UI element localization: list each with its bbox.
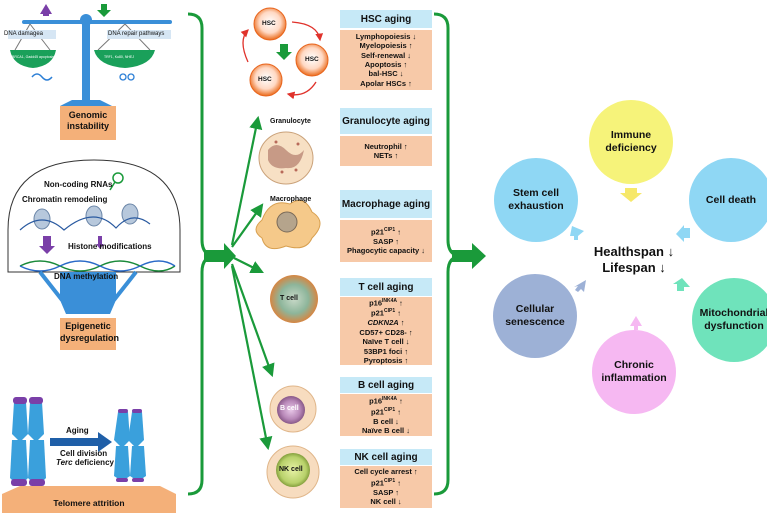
panel-line: CDKN2A ↑: [367, 318, 405, 328]
stem-cell-circle: [494, 158, 578, 242]
hsc-label-1: HSC: [262, 20, 276, 27]
bcell-label: B cell: [280, 405, 299, 412]
panel-line: p21CIP1 ↑: [371, 227, 401, 237]
panel-line: Lymphopoiesis ↓: [355, 31, 417, 41]
panel-granulocyte-title: Granulocyte aging: [340, 108, 432, 134]
panel-line: 53BP1 foci ↑: [363, 346, 409, 356]
panel-line: Pyroptosis ↑: [363, 356, 409, 366]
panel-line: CD57+ CD28- ↑: [359, 327, 413, 337]
panel-line: p21CIP1 ↑: [371, 477, 401, 488]
panel-line: Cell cycle arrest ↑: [354, 467, 418, 477]
macrophage-cell: [255, 199, 321, 250]
macrophage-label: Macrophage: [270, 196, 312, 203]
telomere-attrition-label: Telomere attrition: [53, 498, 125, 508]
down-arrow-icon: [97, 4, 111, 17]
granulocyte-cell: [258, 131, 314, 185]
mito-label: Mitochondrial dysfunction: [699, 307, 767, 332]
chronic-inflammation-circle: [592, 330, 676, 414]
healthspan-label: Healthspan ↓: [593, 244, 675, 259]
panel-hsc-title: HSC aging: [340, 10, 432, 28]
panel-line: Naïve B cell ↓: [362, 425, 410, 435]
senescence-circle: [493, 274, 577, 358]
panel-tcell-body: p16INK4A ↑ p21CIP1 ↑ CDKN2A ↑ CD57+ CD28…: [340, 297, 432, 365]
panel-line: bal-HSC ↓: [368, 69, 404, 79]
hsc-cluster: [240, 7, 329, 100]
panel-tcell-title: T cell aging: [340, 278, 432, 296]
right-to-outcomes-arrow: [452, 243, 486, 269]
dna-damage-label: DNA damagea: [4, 31, 44, 37]
hsc-label-3: HSC: [258, 76, 272, 83]
panel-line: Self-renewal ↓: [360, 50, 412, 60]
panel-hsc-body: Lymphopoiesis ↓ Myelopoiesis ↑ Self-rene…: [340, 30, 432, 90]
panel-bcell-body: p16INK4A ↑ p21CIP1 ↑ B cell ↓ Naïve B ce…: [340, 394, 432, 436]
panel-line: NK cell ↓: [370, 497, 402, 507]
panel-line: Apoptosis ↑: [364, 60, 408, 69]
panel-line: p21CIP1 ↑: [371, 308, 401, 318]
noncoding-rna-label: Non-coding RNAs: [44, 180, 113, 189]
chromatin-label: Chromatin remodeling: [22, 195, 108, 204]
panel-line: SASP ↑: [372, 237, 400, 247]
dna-repair-label: DNA repair pathways: [108, 31, 165, 37]
aging-label: Aging: [66, 426, 89, 435]
immune-deficiency-circle: [589, 100, 673, 184]
telomere-chromosomes: [10, 397, 146, 486]
panel-line: Apolar HSCs ↑: [360, 78, 412, 88]
cell-death-circle: [689, 158, 767, 242]
granulocyte-label: Granulocyte: [270, 118, 311, 125]
panel-line: SASP ↑: [372, 487, 400, 497]
stem-cell-label: Stem cell exhaustion: [508, 187, 564, 212]
dna-methylation-label: DNA methylation: [54, 272, 119, 281]
tcell-cell: [270, 275, 318, 323]
cell-death-label: Cell death: [705, 193, 757, 206]
immune-deficiency-label: Immune deficiency: [605, 129, 657, 154]
senescence-label: Cellular senescence: [505, 303, 565, 328]
panel-line: Phagocytic capacity ↓: [347, 246, 425, 256]
panel-line: Neutrophil ↑: [364, 141, 408, 151]
lifespan-label: Lifespan ↓: [602, 260, 666, 275]
chronic-inflammation-label: Chronic inflammation: [601, 359, 667, 384]
plate-right-text: TRF1, Ku80, NHEJ: [104, 55, 134, 59]
up-arrow-icon: [40, 4, 52, 16]
panel-macrophage-title: Macrophage aging: [340, 190, 432, 218]
histone-label: Histone modifications: [68, 242, 152, 251]
panel-line: p21CIP1 ↑: [371, 406, 401, 417]
left-to-center-arrow: [204, 243, 236, 269]
genomic-scale: [8, 8, 172, 140]
tcell-label: T cell: [280, 295, 298, 302]
panel-bcell-title: B cell aging: [340, 377, 432, 393]
panel-nkcell-title: NK cell aging: [340, 449, 432, 465]
epigenetic-dome: [7, 159, 181, 273]
healthspan-lifespan: Healthspan ↓ Lifespan ↓: [582, 236, 686, 284]
hsc-label-2: HSC: [305, 56, 319, 63]
panel-line: Naïve T cell ↓: [362, 337, 410, 347]
panel-line: Myelopoiesis ↑: [359, 41, 413, 51]
panel-line: p16INK4A ↑: [369, 395, 403, 406]
plate-left-text: BRCA1, Gadd45 apoptosis: [12, 55, 55, 59]
mito-circle: [692, 278, 767, 362]
genomic-instability-label: Genomic instability: [66, 110, 109, 131]
panel-line: p16INK4A ↑: [369, 297, 403, 308]
panel-line: NETs ↑: [373, 151, 399, 160]
panel-nkcell-body: Cell cycle arrest ↑ p21CIP1 ↑ SASP ↑ NK …: [340, 466, 432, 508]
cell-division-label: Cell division: [60, 449, 108, 458]
nkcell-label: NK cell: [279, 466, 303, 473]
panel-line: B cell ↓: [373, 416, 399, 426]
panel-granulocyte-body: Neutrophil ↑ NETs ↑: [340, 136, 432, 166]
terc-label: Terc deficiency: [56, 458, 114, 467]
epigenetic-dysregulation-label: Epigenetic dysregulation: [60, 321, 120, 343]
panel-macrophage-body: p21CIP1 ↑ SASP ↑ Phagocytic capacity ↓: [340, 220, 432, 262]
